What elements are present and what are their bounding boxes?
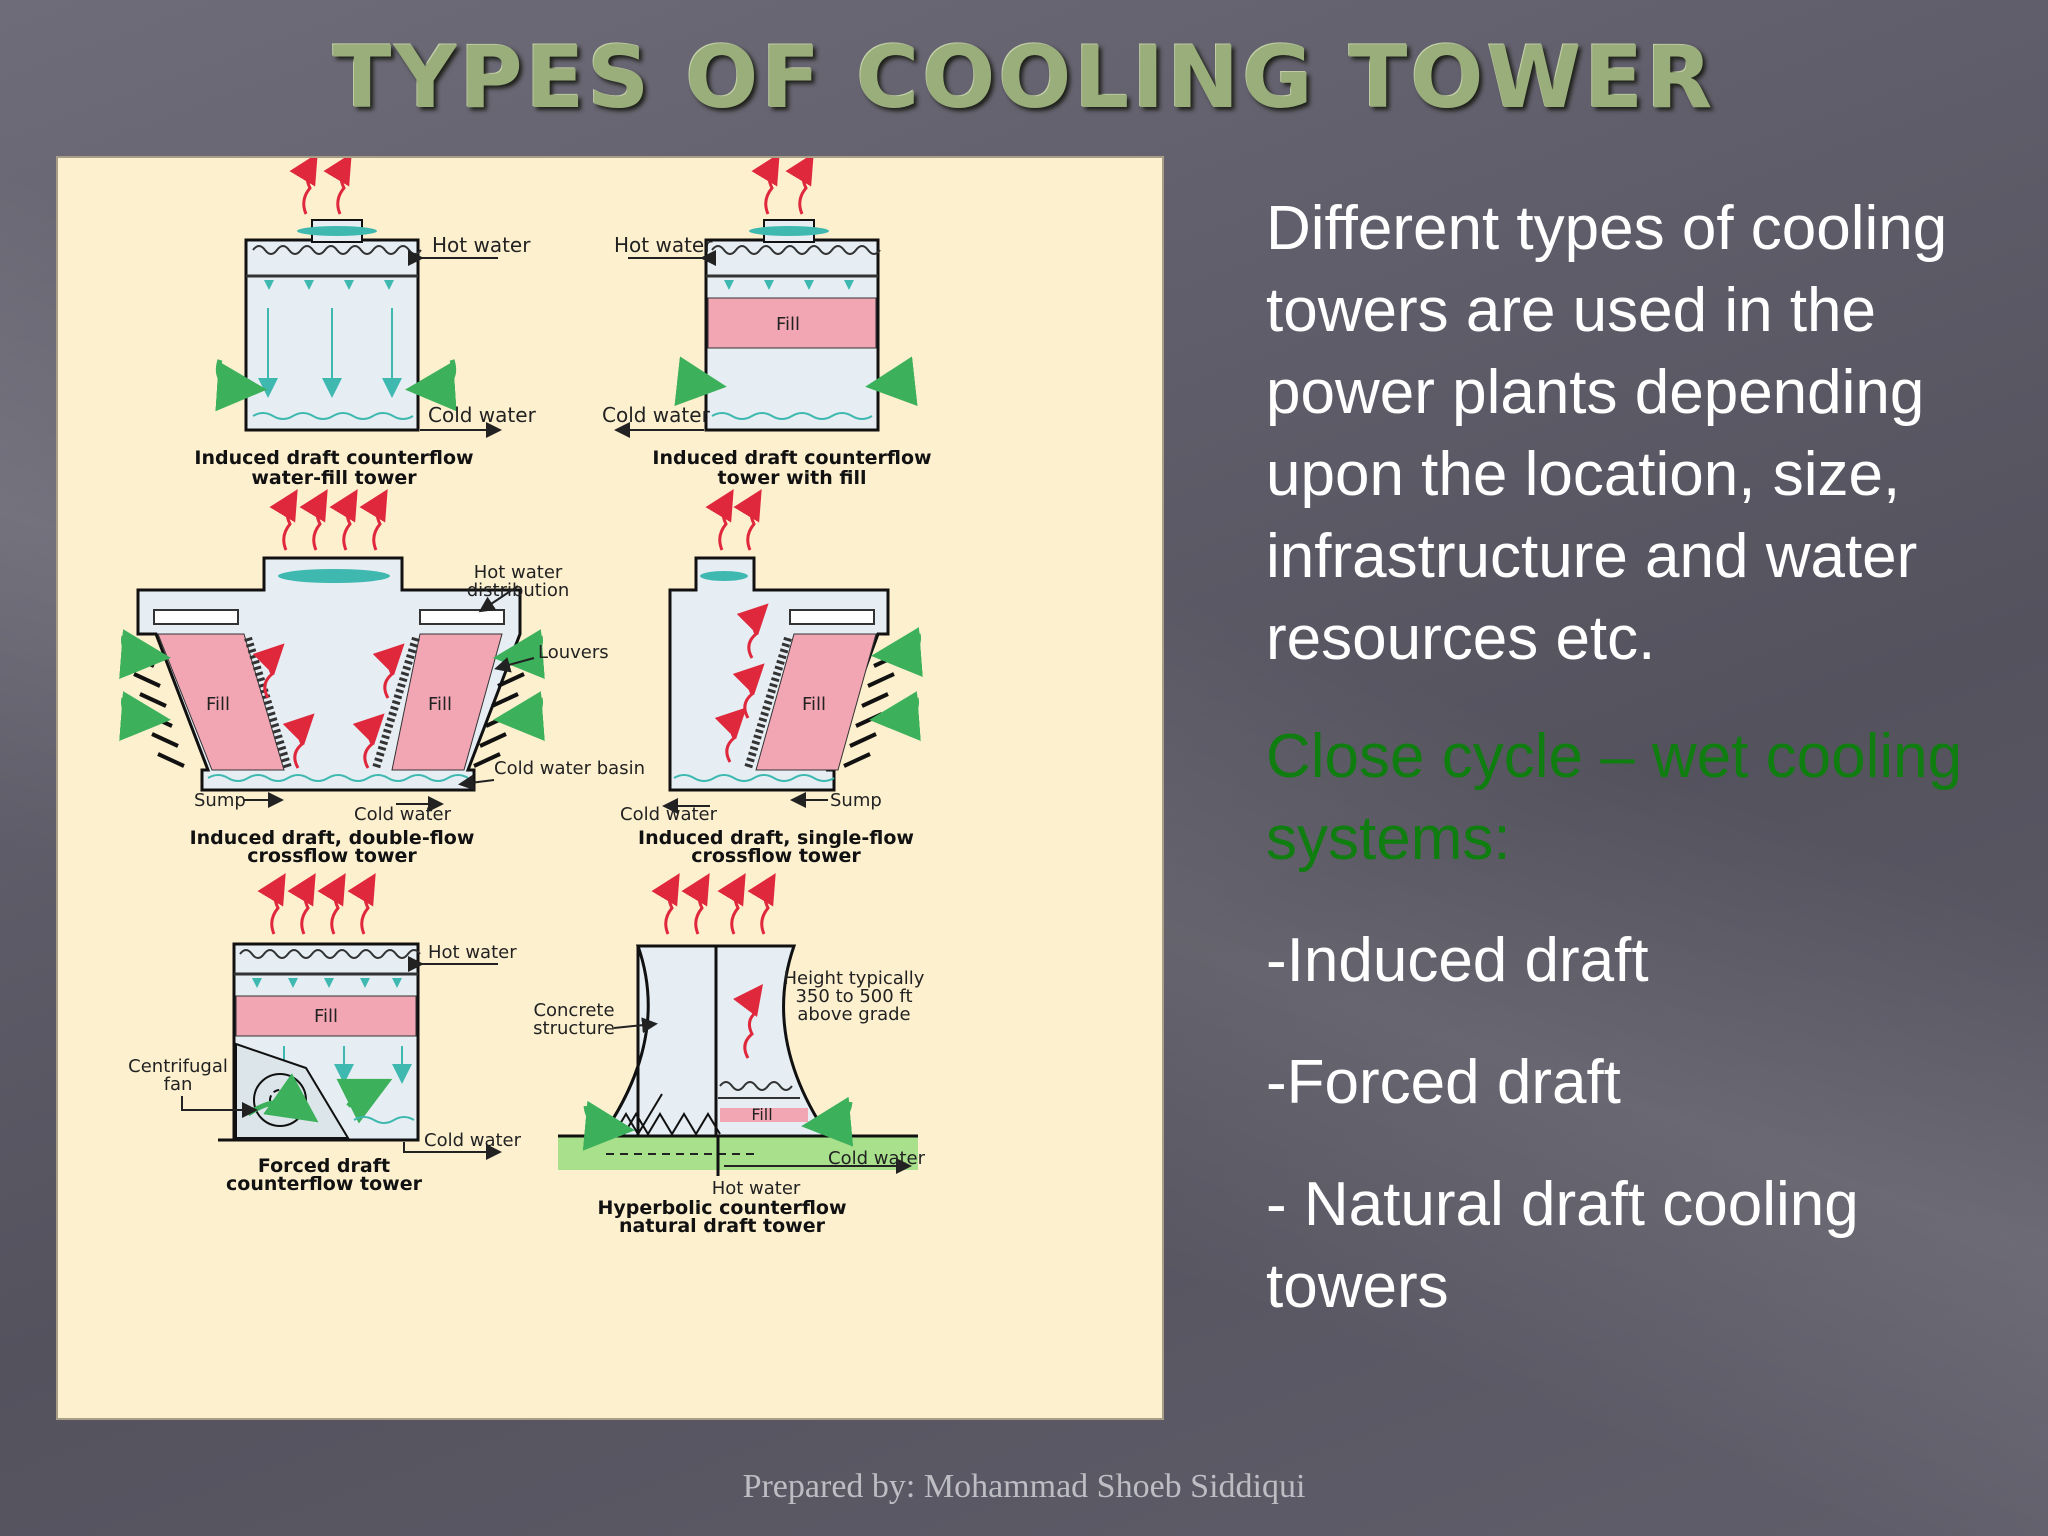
t1-cold-water-label: Cold water bbox=[428, 403, 537, 427]
t4-sump-label: Sump bbox=[830, 790, 882, 811]
t3-basin-label: Cold water basin bbox=[494, 758, 645, 779]
t6-concrete-label-line1: Concrete bbox=[533, 1000, 614, 1021]
t3-louvers-label: Louvers bbox=[538, 642, 609, 663]
section-heading: Close cycle – wet cooling systems: bbox=[1266, 722, 1963, 873]
t1-hot-water-label: Hot water bbox=[432, 233, 531, 257]
t1-caption-line2: water-fill tower bbox=[251, 467, 417, 489]
cooling-tower-diagram: Hot water Cold water Induced draft count… bbox=[119, 158, 932, 1237]
t6-height-label-line2: 350 to 500 ft bbox=[795, 986, 912, 1007]
tower-hyperbolic-natural-draft: Fill Concrete structure Height typically… bbox=[533, 873, 926, 1237]
t5-fan-label-line1: Centrifugal bbox=[128, 1056, 228, 1077]
tower-induced-double-flow-crossflow: Fill Fill Hot water distribution Louvers bbox=[119, 489, 645, 867]
t6-height-label-line3: above grade bbox=[797, 1004, 910, 1025]
tower-induced-single-flow-crossflow: Fill Cold water Sump Induced draft, sing… bbox=[620, 489, 923, 867]
list-item-natural-draft: - Natural draft cooling towers bbox=[1266, 1170, 1859, 1321]
slide-title: TYPES OF COOLING TOWER bbox=[332, 28, 1716, 128]
text-panel: Different types of cooling towers are us… bbox=[1266, 188, 2026, 1328]
cooling-tower-figure: Hot water Cold water Induced draft count… bbox=[56, 156, 1164, 1420]
t2-caption-line1: Induced draft counterflow bbox=[652, 447, 931, 469]
list-item-forced-draft: -Forced draft bbox=[1266, 1048, 1621, 1117]
t2-caption-line2: tower with fill bbox=[718, 467, 867, 489]
t4-caption-line1: Induced draft, single-flow bbox=[638, 827, 914, 849]
t1-caption-line1: Induced draft counterflow bbox=[194, 447, 473, 469]
t3-caption-line2: crossflow tower bbox=[247, 845, 417, 867]
t3-caption-line1: Induced draft, double-flow bbox=[190, 827, 475, 849]
t3-distribution-label: distribution bbox=[467, 580, 570, 601]
t3-fill-left-label: Fill bbox=[206, 694, 230, 715]
t2-hot-water-label: Hot water bbox=[614, 233, 713, 257]
t5-caption-line1: Forced draft bbox=[258, 1155, 390, 1177]
t2-fill-label: Fill bbox=[776, 314, 800, 335]
t3-fill-right-label: Fill bbox=[428, 694, 452, 715]
intro-paragraph: Different types of cooling towers are us… bbox=[1266, 194, 1948, 673]
t6-fill-label: Fill bbox=[751, 1105, 772, 1124]
t5-fan-label-line2: fan bbox=[164, 1074, 193, 1095]
t6-caption-line2: natural draft tower bbox=[619, 1215, 826, 1237]
tower-forced-draft-counterflow: Fill Hot water Centrifugal fan Cold wate… bbox=[128, 873, 522, 1195]
t3-hot-water-label: Hot water bbox=[474, 562, 563, 583]
t6-height-label-line1: Height typically bbox=[784, 968, 925, 989]
t5-cold-water-label: Cold water bbox=[424, 1130, 522, 1151]
t4-cold-water-label: Cold water bbox=[620, 804, 718, 825]
t6-hot-water-label: Hot water bbox=[712, 1178, 801, 1199]
t5-caption-line2: counterflow tower bbox=[226, 1173, 423, 1195]
t2-cold-water-label: Cold water bbox=[602, 403, 711, 427]
tower-induced-counterflow-with-fill: Fill Hot water Cold water Induced draft … bbox=[602, 158, 932, 489]
t6-cold-water-label: Cold water bbox=[828, 1148, 926, 1169]
t5-fill-label: Fill bbox=[314, 1006, 338, 1027]
tower-induced-counterflow-water-fill: Hot water Cold water Induced draft count… bbox=[194, 158, 537, 489]
slide-footer: Prepared by: Mohammad Shoeb Siddiqui bbox=[742, 1468, 1306, 1505]
t4-caption-line2: crossflow tower bbox=[691, 845, 861, 867]
t6-caption-line1: Hyperbolic counterflow bbox=[597, 1197, 846, 1219]
list-item-induced-draft: -Induced draft bbox=[1266, 926, 1649, 995]
t4-fill-label: Fill bbox=[802, 694, 826, 715]
t5-hot-water-label: Hot water bbox=[428, 942, 517, 963]
t6-concrete-label-line2: structure bbox=[533, 1018, 615, 1039]
t3-sump-label: Sump bbox=[194, 790, 246, 811]
t3-cold-water-label: Cold water bbox=[354, 804, 452, 825]
